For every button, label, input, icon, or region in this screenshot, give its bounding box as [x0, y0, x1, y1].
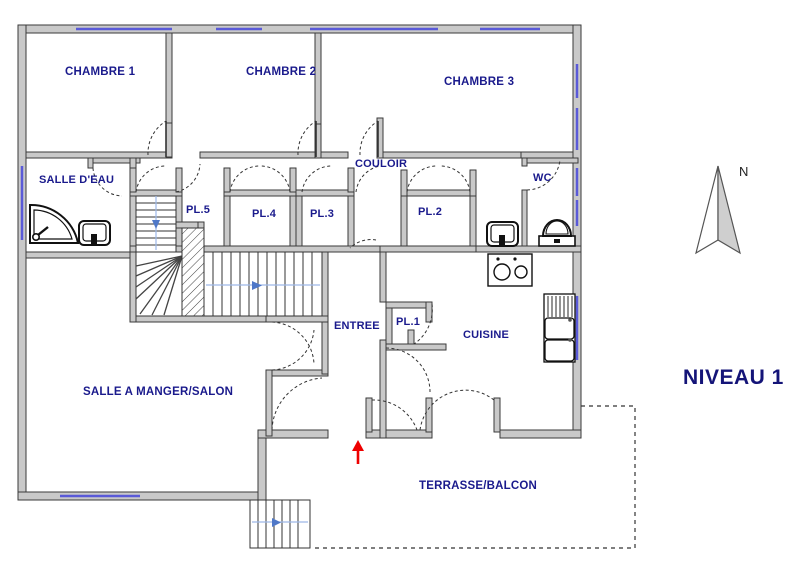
exterior-step-arrow — [252, 518, 308, 527]
entry-direction-arrow — [352, 440, 364, 464]
door-leaf-group — [165, 121, 379, 157]
cooktop-fixture — [487, 253, 533, 287]
fixture-group — [29, 203, 576, 363]
window-group — [20, 27, 579, 498]
toilet-fixture — [538, 219, 576, 247]
kitchen-sink-fixture — [543, 293, 576, 363]
door-swing-group — [92, 120, 561, 431]
stair-direction-arrow — [152, 196, 320, 290]
staircase — [135, 195, 323, 549]
north-arrow-icon — [695, 165, 741, 255]
page-title: NIVEAU 1 — [683, 366, 784, 389]
shower-fixture — [29, 203, 80, 244]
terrace-outline — [312, 405, 636, 549]
compass-north-label: N — [739, 164, 749, 179]
wall-group — [17, 24, 582, 501]
washbasin-fixture — [78, 220, 111, 246]
secondary-basin-fixture — [486, 221, 519, 247]
